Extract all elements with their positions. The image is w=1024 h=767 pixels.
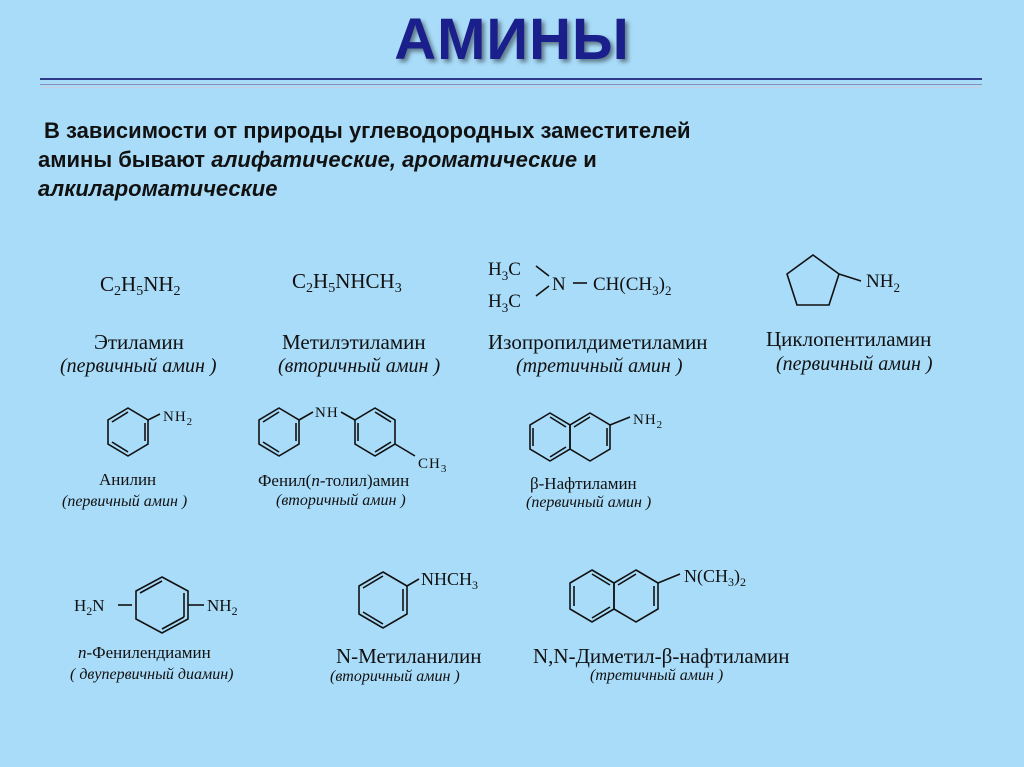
ethylamine-formula: C2H5NH2 xyxy=(100,272,181,299)
svg-text:NH2: NH2 xyxy=(866,271,900,295)
svg-text:NH: NH xyxy=(315,405,339,421)
title-divider-faint xyxy=(40,87,982,88)
isopropyldimethylamine-structure: H3C H3C N CH(CH3)2 xyxy=(488,259,671,315)
svg-text:CH(CH3)2: CH(CH3)2 xyxy=(593,274,671,298)
svg-text:NH2: NH2 xyxy=(207,596,238,618)
naphthylamine-structure: NH2 xyxy=(529,412,663,462)
phenylenediamine-structure: H2N NH2 xyxy=(74,576,238,634)
phenylenediamine-class: ( двупервичный диамин) xyxy=(70,666,234,683)
svg-text:CH3: CH3 xyxy=(418,456,447,475)
cyclopentylamine-name: Циклопентиламин xyxy=(766,327,932,351)
intro-prefix: амины бывают xyxy=(38,147,212,172)
aniline-structure: NH2 xyxy=(107,407,193,457)
methylethylamine-name: Метилэтиламин xyxy=(282,330,426,354)
intro-text: В зависимости от природы углеводородных … xyxy=(38,116,938,203)
intro-line-1: В зависимости от природы углеводородных … xyxy=(44,118,691,143)
aniline-name: Анилин xyxy=(99,470,157,489)
svg-text:N: N xyxy=(552,274,566,295)
svg-text:N(CH3)2: N(CH3)2 xyxy=(684,566,746,589)
intro-line-3: алкилароматические xyxy=(38,174,938,203)
page-title: АМИНЫ xyxy=(394,7,630,72)
term-aromatic: ароматические xyxy=(402,147,578,172)
dimethylnaphthylamine-class: (третичный амин ) xyxy=(590,667,724,684)
methylaniline-name: N-Метиланилин xyxy=(336,644,482,668)
svg-text:H3C: H3C xyxy=(488,259,521,283)
intro-line-2: амины бывают алифатические, ароматически… xyxy=(38,145,938,174)
phenyl-tolylamine-structure: NH CH3 xyxy=(258,405,447,475)
svg-text:NH2: NH2 xyxy=(633,412,663,431)
dimethylnaphthylamine-structure: N(CH3)2 xyxy=(569,566,746,623)
aniline-class: (первичный амин ) xyxy=(62,493,188,510)
ethylamine-class: (первичный амин ) xyxy=(60,355,217,377)
naphthylamine-name: β-Нафтиламин xyxy=(530,474,637,493)
svg-text:NH2: NH2 xyxy=(163,409,193,428)
cyclopentylamine-class: (первичный амин ) xyxy=(776,353,933,375)
methylethylamine-formula: C2H5NHCH3 xyxy=(292,269,402,296)
phenyl-tolylamine-class: (вторичный амин ) xyxy=(276,492,406,509)
cyclopentylamine-structure: NH2 xyxy=(786,254,900,306)
ethylamine-name: Этиламин xyxy=(94,330,184,354)
dimethylnaphthylamine-name: N,N-Диметил-β-нафтиламин xyxy=(533,644,790,668)
svg-text:NHCH3: NHCH3 xyxy=(421,569,478,592)
phenylenediamine-name: п-Фенилендиамин xyxy=(78,643,211,662)
term-aliphatic: алифатические xyxy=(211,147,390,172)
isopropyldimethylamine-name: Изопропилдиметиламин xyxy=(488,330,708,354)
intro-comma: , xyxy=(389,147,403,172)
methylaniline-class: (вторичный амин ) xyxy=(330,668,460,685)
methylaniline-structure: NHCH3 xyxy=(358,569,478,629)
svg-text:H3C: H3C xyxy=(488,291,521,315)
title-divider-thin xyxy=(40,84,982,85)
title-divider xyxy=(40,78,982,80)
intro-and: и xyxy=(577,147,597,172)
term-alkylaromatic: алкилароматические xyxy=(38,176,278,201)
isopropyldimethylamine-class: (третичный амин ) xyxy=(516,355,683,377)
naphthylamine-class: (первичный амин ) xyxy=(526,494,652,511)
phenyl-tolylamine-name: Фенил(п-толил)амин xyxy=(258,471,410,490)
methylethylamine-class: (вторичный амин ) xyxy=(278,355,441,377)
svg-text:H2N: H2N xyxy=(74,596,105,618)
